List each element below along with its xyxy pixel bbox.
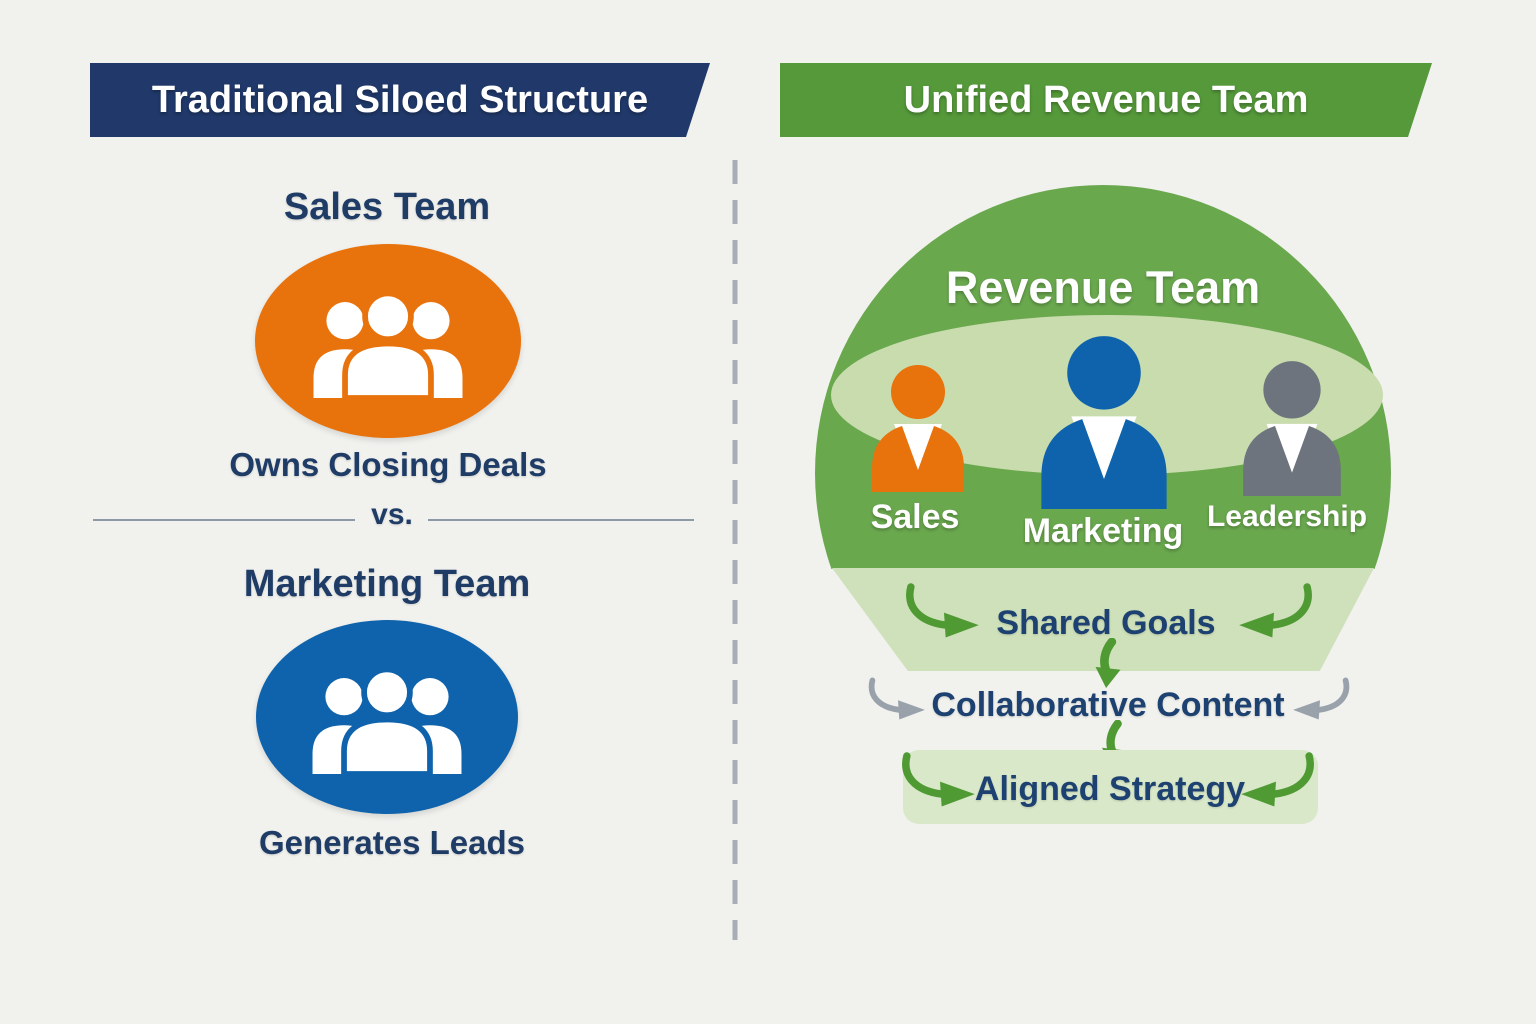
right-banner: Unified Revenue Team xyxy=(780,63,1432,137)
down-arrow-icon xyxy=(1090,638,1126,688)
sales-team-caption: Owns Closing Deals xyxy=(229,446,547,483)
revenue-team-title: Revenue Team xyxy=(945,262,1261,313)
member-label-sales: Sales xyxy=(870,498,960,536)
marketing-team-caption: Generates Leads xyxy=(259,824,525,861)
flow-step-aligned-strategy: Aligned Strategy xyxy=(974,770,1246,808)
curved-arrow-right-icon xyxy=(1288,676,1352,722)
team-group-icon xyxy=(312,668,462,774)
right-banner-label: Unified Revenue Team xyxy=(903,78,1309,121)
leadership-person-icon xyxy=(1230,358,1354,496)
member-label-leadership: Leadership xyxy=(1206,500,1368,533)
marketing-person-icon xyxy=(1028,332,1180,509)
sales-team-ellipse xyxy=(255,244,521,438)
marketing-team-ellipse xyxy=(256,620,518,814)
curved-arrow-left-icon xyxy=(866,676,930,722)
curved-arrow-right-icon xyxy=(1234,751,1318,809)
left-banner: Traditional Siloed Structure xyxy=(90,63,710,137)
sales-person-icon xyxy=(862,362,974,492)
vertical-dashed-divider xyxy=(732,160,738,940)
curved-arrow-right-icon xyxy=(1228,582,1320,640)
curved-arrow-left-icon xyxy=(898,751,982,809)
curved-arrow-left-icon xyxy=(898,582,990,640)
left-banner-label: Traditional Siloed Structure xyxy=(151,78,649,121)
sales-team-title: Sales Team xyxy=(283,186,491,228)
member-label-marketing: Marketing xyxy=(1022,512,1184,550)
marketing-team-title: Marketing Team xyxy=(243,563,531,605)
flow-step-shared-goals: Shared Goals xyxy=(996,604,1216,642)
aligned-strategy-box xyxy=(903,750,1318,824)
flow-step-collaborative-content: Collaborative Content xyxy=(931,686,1285,724)
team-group-icon xyxy=(313,292,463,398)
vs-divider-line-right xyxy=(428,519,694,521)
vs-label: vs. xyxy=(371,498,413,531)
vs-divider-line-left xyxy=(93,519,355,521)
